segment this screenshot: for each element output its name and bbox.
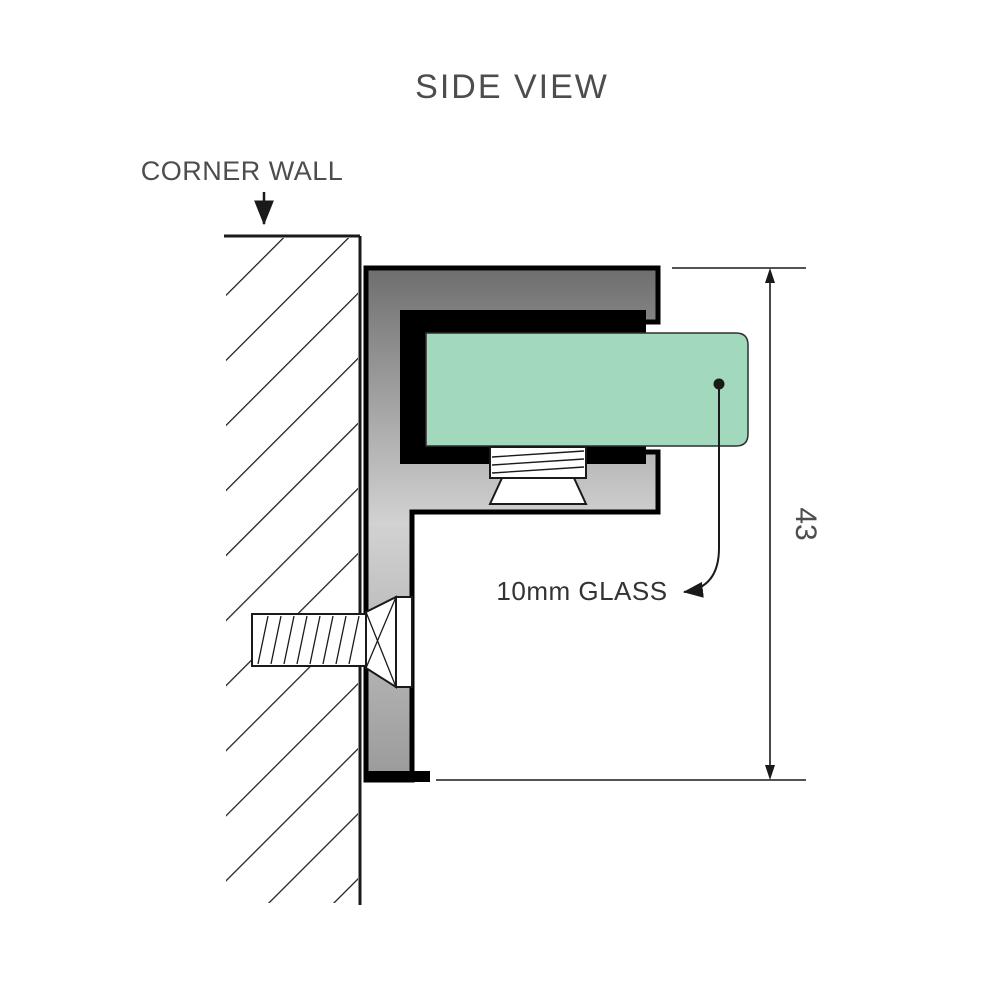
glass-label: 10mm GLASS <box>496 576 667 606</box>
screw-threads <box>257 615 360 665</box>
corner-wall-label: CORNER WALL <box>141 156 344 186</box>
diagram-title: SIDE VIEW <box>415 68 609 106</box>
wall <box>224 234 362 905</box>
grub-screw-threads <box>491 450 585 474</box>
dimension-arrow-top <box>765 268 775 283</box>
screw-head <box>395 596 413 688</box>
glass-panel <box>425 332 749 447</box>
bracket-bottom-lip <box>364 771 430 782</box>
grub-screw <box>488 446 588 505</box>
wall-fixing-screw <box>251 595 413 689</box>
screw-shaft <box>251 613 367 667</box>
glass-annotation: 10mm GLASS <box>496 378 725 606</box>
height-dimension: 43 <box>436 267 822 781</box>
glass-leader-line <box>683 384 720 598</box>
grub-screw-tip <box>488 477 588 505</box>
screw-head-cross-lines <box>365 596 397 688</box>
dimension-arrow-bottom <box>765 765 775 780</box>
dimension-value: 43 <box>789 507 822 540</box>
glass-channel-back <box>400 310 426 464</box>
glass-channel-top-lip <box>400 310 646 334</box>
wall-hatching <box>226 238 358 903</box>
